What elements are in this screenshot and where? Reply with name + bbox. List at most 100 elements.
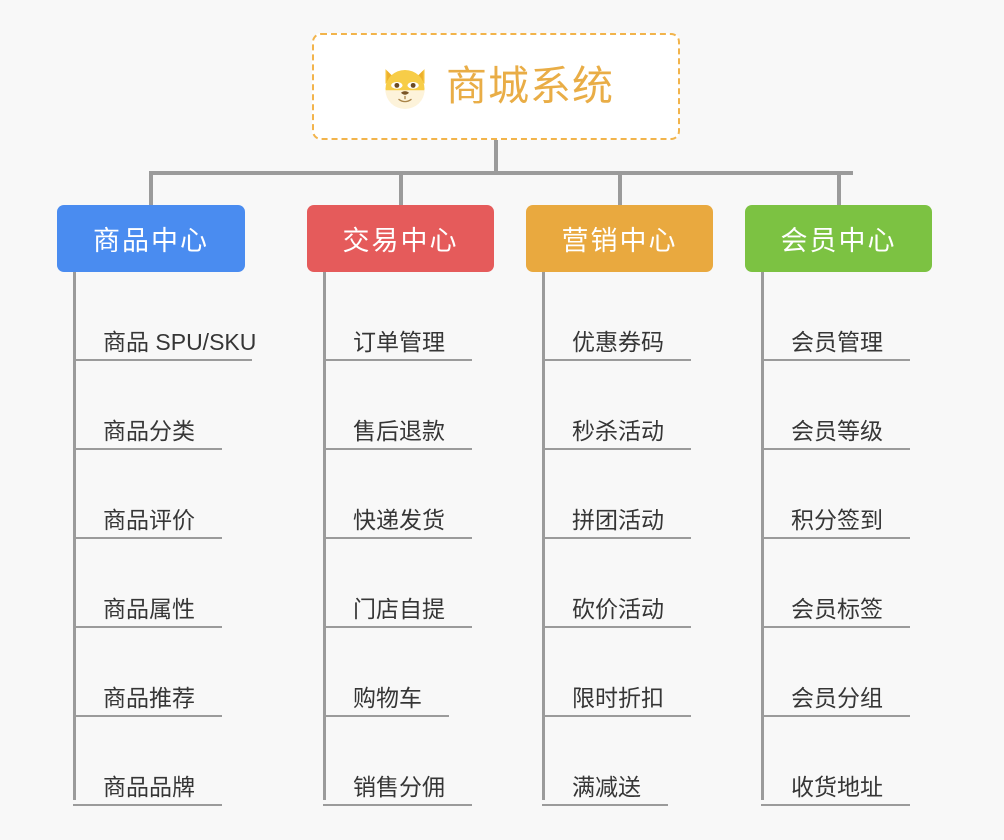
leaf-underline [542,359,691,361]
branch-column-product: 商品中心 商品 SPU/SKU 商品分类 商品评价 商品属性 商品推荐 [57,173,256,806]
list-item[interactable]: 会员分组 [745,628,932,717]
leaf-label: 售后退款 [353,417,445,444]
branch-header-label: 会员中心 [780,226,897,256]
list-item[interactable]: 满减送 [526,717,713,806]
connector-root-stem [494,140,498,174]
list-item[interactable]: 积分签到 [745,450,932,539]
list-item[interactable]: 商品评价 [57,450,245,539]
root-node[interactable]: 商城系统 [312,33,680,140]
leaf-underline [323,359,472,361]
branch-stem [618,173,622,205]
leaf-label: 积分签到 [791,506,883,533]
leaf-underline [323,715,449,717]
leaf-label: 满减送 [572,773,641,800]
leaf-underline [542,626,691,628]
branch-spine [73,272,76,800]
leaf-underline [73,715,222,717]
branch-stem [149,173,153,205]
branch-header-member[interactable]: 会员中心 [745,205,932,272]
branch-header-marketing[interactable]: 营销中心 [526,205,713,272]
leaf-label: 门店自提 [353,595,445,622]
leaf-underline [761,626,910,628]
branch-spine [761,272,764,800]
branch-header-label: 交易中心 [342,226,459,256]
branch-header-product[interactable]: 商品中心 [57,205,245,272]
branch-column-member: 会员中心 会员管理 会员等级 积分签到 会员标签 会员分组 [745,173,932,806]
list-item[interactable]: 限时折扣 [526,628,713,717]
leaf-label: 快递发货 [353,506,445,533]
branch-stem [837,173,841,205]
branch-column-marketing: 营销中心 优惠券码 秒杀活动 拼团活动 砍价活动 限时折扣 [526,173,713,806]
leaf-underline [761,804,910,806]
leaf-underline [761,715,910,717]
list-item[interactable]: 商品品牌 [57,717,245,806]
leaf-underline [761,448,910,450]
list-item[interactable]: 秒杀活动 [526,361,713,450]
leaf-list-trade: 订单管理 售后退款 快递发货 门店自提 购物车 销售分佣 [307,272,494,806]
leaf-underline [761,537,910,539]
branch-spine [542,272,545,800]
branch-header-label: 营销中心 [561,226,678,256]
leaf-label: 拼团活动 [572,506,664,533]
list-item[interactable]: 商品推荐 [57,628,245,717]
leaf-underline [323,448,472,450]
list-item[interactable]: 订单管理 [307,272,494,361]
leaf-label: 商品 SPU/SKU [103,328,257,355]
list-item[interactable]: 砍价活动 [526,539,713,628]
branch-stem [399,173,403,205]
leaf-underline [73,804,222,806]
connector-horizontal-bar [149,171,853,175]
list-item[interactable]: 收货地址 [745,717,932,806]
list-item[interactable]: 商品 SPU/SKU [57,272,256,361]
branch-header-label: 商品中心 [93,226,209,256]
leaf-underline [323,537,472,539]
leaf-underline [323,626,472,628]
leaf-label: 会员标签 [791,595,883,622]
leaf-label: 会员管理 [791,328,883,355]
leaf-underline [542,715,691,717]
leaf-label: 销售分佣 [353,773,445,800]
list-item[interactable]: 会员标签 [745,539,932,628]
list-item[interactable]: 商品分类 [57,361,245,450]
leaf-label: 限时折扣 [572,684,664,711]
leaf-underline [73,626,222,628]
list-item[interactable]: 销售分佣 [307,717,494,806]
branch-spine [323,272,326,800]
leaf-label: 收货地址 [791,773,883,800]
leaf-list-marketing: 优惠券码 秒杀活动 拼团活动 砍价活动 限时折扣 满减送 [526,272,713,806]
shiba-dog-face-icon [385,68,425,109]
leaf-underline [542,448,691,450]
leaf-underline [73,537,222,539]
leaf-label: 购物车 [353,684,422,711]
list-item[interactable]: 会员等级 [745,361,932,450]
leaf-underline [542,804,668,806]
list-item[interactable]: 商品属性 [57,539,245,628]
leaf-list-member: 会员管理 会员等级 积分签到 会员标签 会员分组 收货地址 [745,272,932,806]
branch-column-trade: 交易中心 订单管理 售后退款 快递发货 门店自提 购物车 [307,173,494,806]
leaf-label: 商品评价 [103,506,195,533]
leaf-underline [73,448,222,450]
leaf-label: 优惠券码 [572,328,664,355]
leaf-underline [761,359,910,361]
leaf-label: 商品品牌 [103,773,195,800]
leaf-label: 订单管理 [353,328,445,355]
list-item[interactable]: 购物车 [307,628,494,717]
list-item[interactable]: 快递发货 [307,450,494,539]
leaf-label: 秒杀活动 [572,417,664,444]
list-item[interactable]: 门店自提 [307,539,494,628]
branch-header-trade[interactable]: 交易中心 [307,205,494,272]
leaf-underline [542,537,691,539]
leaf-label: 会员等级 [791,417,883,444]
list-item[interactable]: 售后退款 [307,361,494,450]
leaf-label: 会员分组 [791,684,883,711]
list-item[interactable]: 拼团活动 [526,450,713,539]
leaf-label: 商品属性 [103,595,195,622]
leaf-label: 商品推荐 [103,684,195,711]
leaf-underline [73,359,252,361]
root-title: 商城系统 [446,63,614,109]
list-item[interactable]: 优惠券码 [526,272,713,361]
leaf-list-product: 商品 SPU/SKU 商品分类 商品评价 商品属性 商品推荐 商品品牌 [57,272,256,806]
leaf-underline [323,804,472,806]
list-item[interactable]: 会员管理 [745,272,932,361]
